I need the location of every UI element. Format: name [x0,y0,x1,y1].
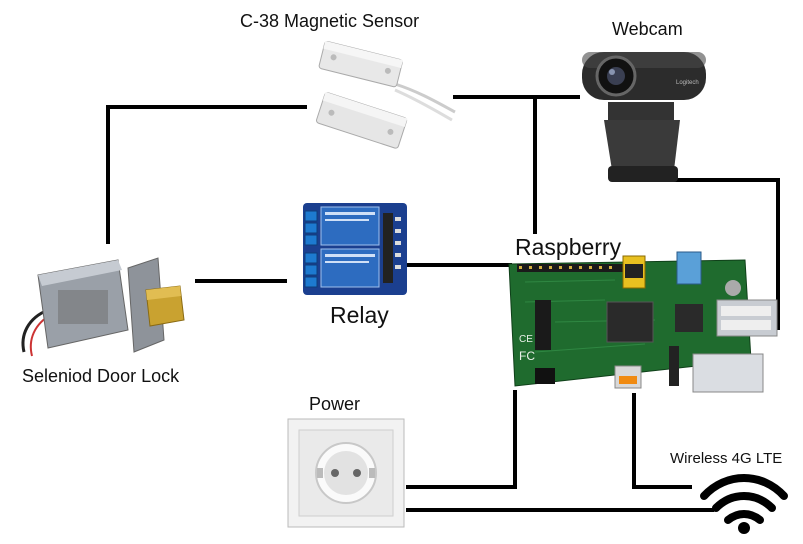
magnetic-sensor-image [316,40,456,149]
webcam-label: Webcam [612,19,683,39]
door-lock-label: Seleniod Door Lock [22,366,180,386]
power-label: Power [309,394,361,414]
raspberry-label: Raspberry [515,234,622,260]
relay-label: Relay [330,302,389,328]
wireless-label: Wireless 4G LTE [670,450,783,467]
wire-lock-to-sensor [106,105,307,244]
power-outlet-image [287,418,405,528]
raspberry-pi-image: FC CE [508,251,778,393]
webcam-brand-mark: Logitech [676,80,699,86]
wire-raspberry-to-wireless [632,393,692,489]
webcam-image: Logitech [582,52,706,182]
relay-image [303,203,407,295]
pcb-ce-mark: CE [519,334,533,345]
wire-raspberry-to-power [406,390,517,489]
wireless-icon [700,474,788,534]
door-lock-image [21,257,185,357]
magnetic-sensor-label: C-38 Magnetic Sensor [240,11,420,31]
pcb-fc-mark: FC [519,349,535,363]
